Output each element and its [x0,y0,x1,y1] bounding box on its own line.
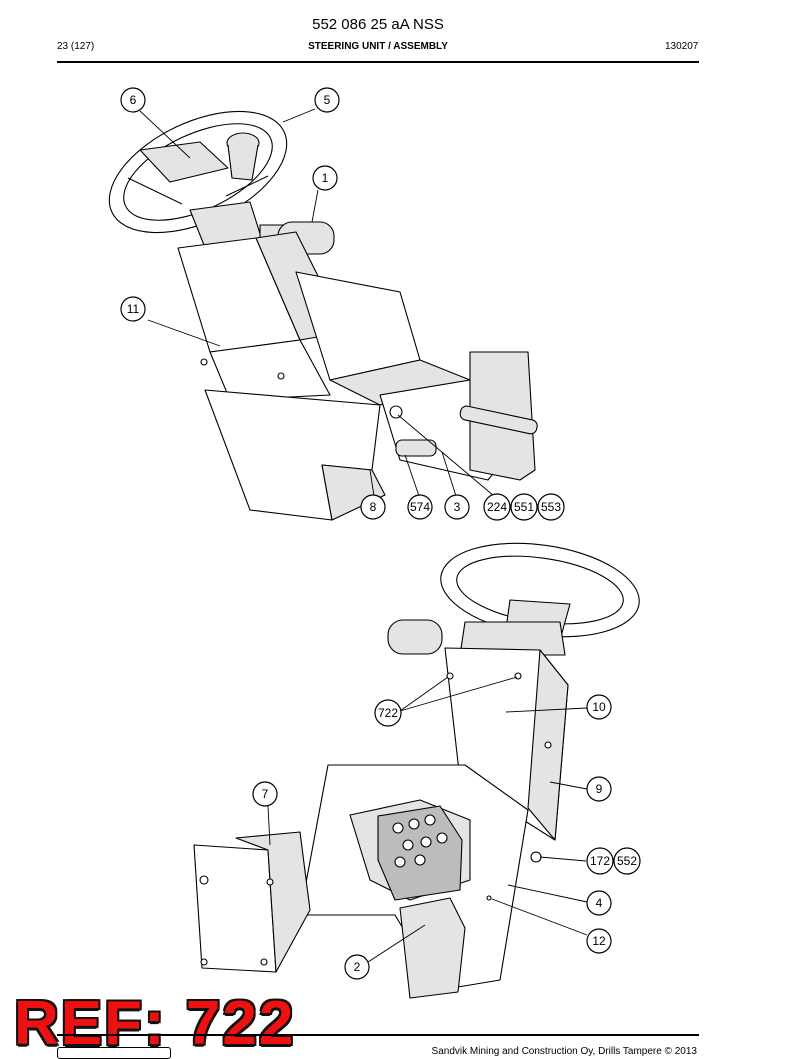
document-number: 552 086 25 aA NSS [312,16,444,33]
footer-copyright: Sandvik Mining and Construction Oy, Dril… [431,1046,697,1057]
svg-text:553: 553 [541,500,561,514]
svg-text:5: 5 [324,93,331,107]
svg-text:6: 6 [130,93,137,107]
svg-text:551: 551 [514,500,534,514]
callout-5: 5 [314,87,340,113]
footer-divider [57,1034,699,1036]
leader-lines [139,108,588,963]
header-divider [57,61,699,63]
svg-text:8: 8 [370,500,377,514]
callout-10: 10 [586,694,612,720]
svg-text:224: 224 [487,500,507,514]
callout-4: 4 [586,890,612,916]
callout-6: 6 [120,87,146,113]
bottom-assembly-illustration [193,542,640,999]
callout-2: 2 [344,954,370,980]
callout-8: 8 [360,494,386,520]
callout-172: 172 [586,847,614,875]
callout-7: 7 [252,781,278,807]
svg-text:3: 3 [454,500,461,514]
callout-574: 574 [407,494,433,520]
callout-1: 1 [312,165,338,191]
callout-11: 11 [120,296,146,322]
svg-text:172: 172 [590,854,610,868]
svg-text:4: 4 [596,896,603,910]
callout-3: 3 [444,494,470,520]
reference-stamp: REF: 722 [14,989,296,1058]
date-code: 130207 [665,41,699,52]
valve-fittings [392,814,448,868]
callout-553: 553 [537,493,565,521]
svg-text:2: 2 [354,960,361,974]
callout-224: 224 [483,493,511,521]
page-number: 23 (127) [57,41,95,52]
svg-text:574: 574 [410,500,430,514]
svg-text:722: 722 [378,706,398,720]
svg-text:552: 552 [617,854,637,868]
svg-text:7: 7 [262,787,269,801]
callout-9: 9 [586,776,612,802]
callout-12: 12 [586,928,612,954]
callout-722: 722 [374,699,402,727]
callout-551: 551 [510,493,538,521]
top-assembly-illustration [108,110,538,521]
svg-text:11: 11 [127,302,140,316]
svg-text:9: 9 [596,782,603,796]
svg-text:10: 10 [592,700,606,714]
callout-552: 552 [613,847,641,875]
page-title: STEERING UNIT / ASSEMBLY [308,41,448,52]
svg-text:12: 12 [592,934,606,948]
svg-text:1: 1 [322,171,329,185]
